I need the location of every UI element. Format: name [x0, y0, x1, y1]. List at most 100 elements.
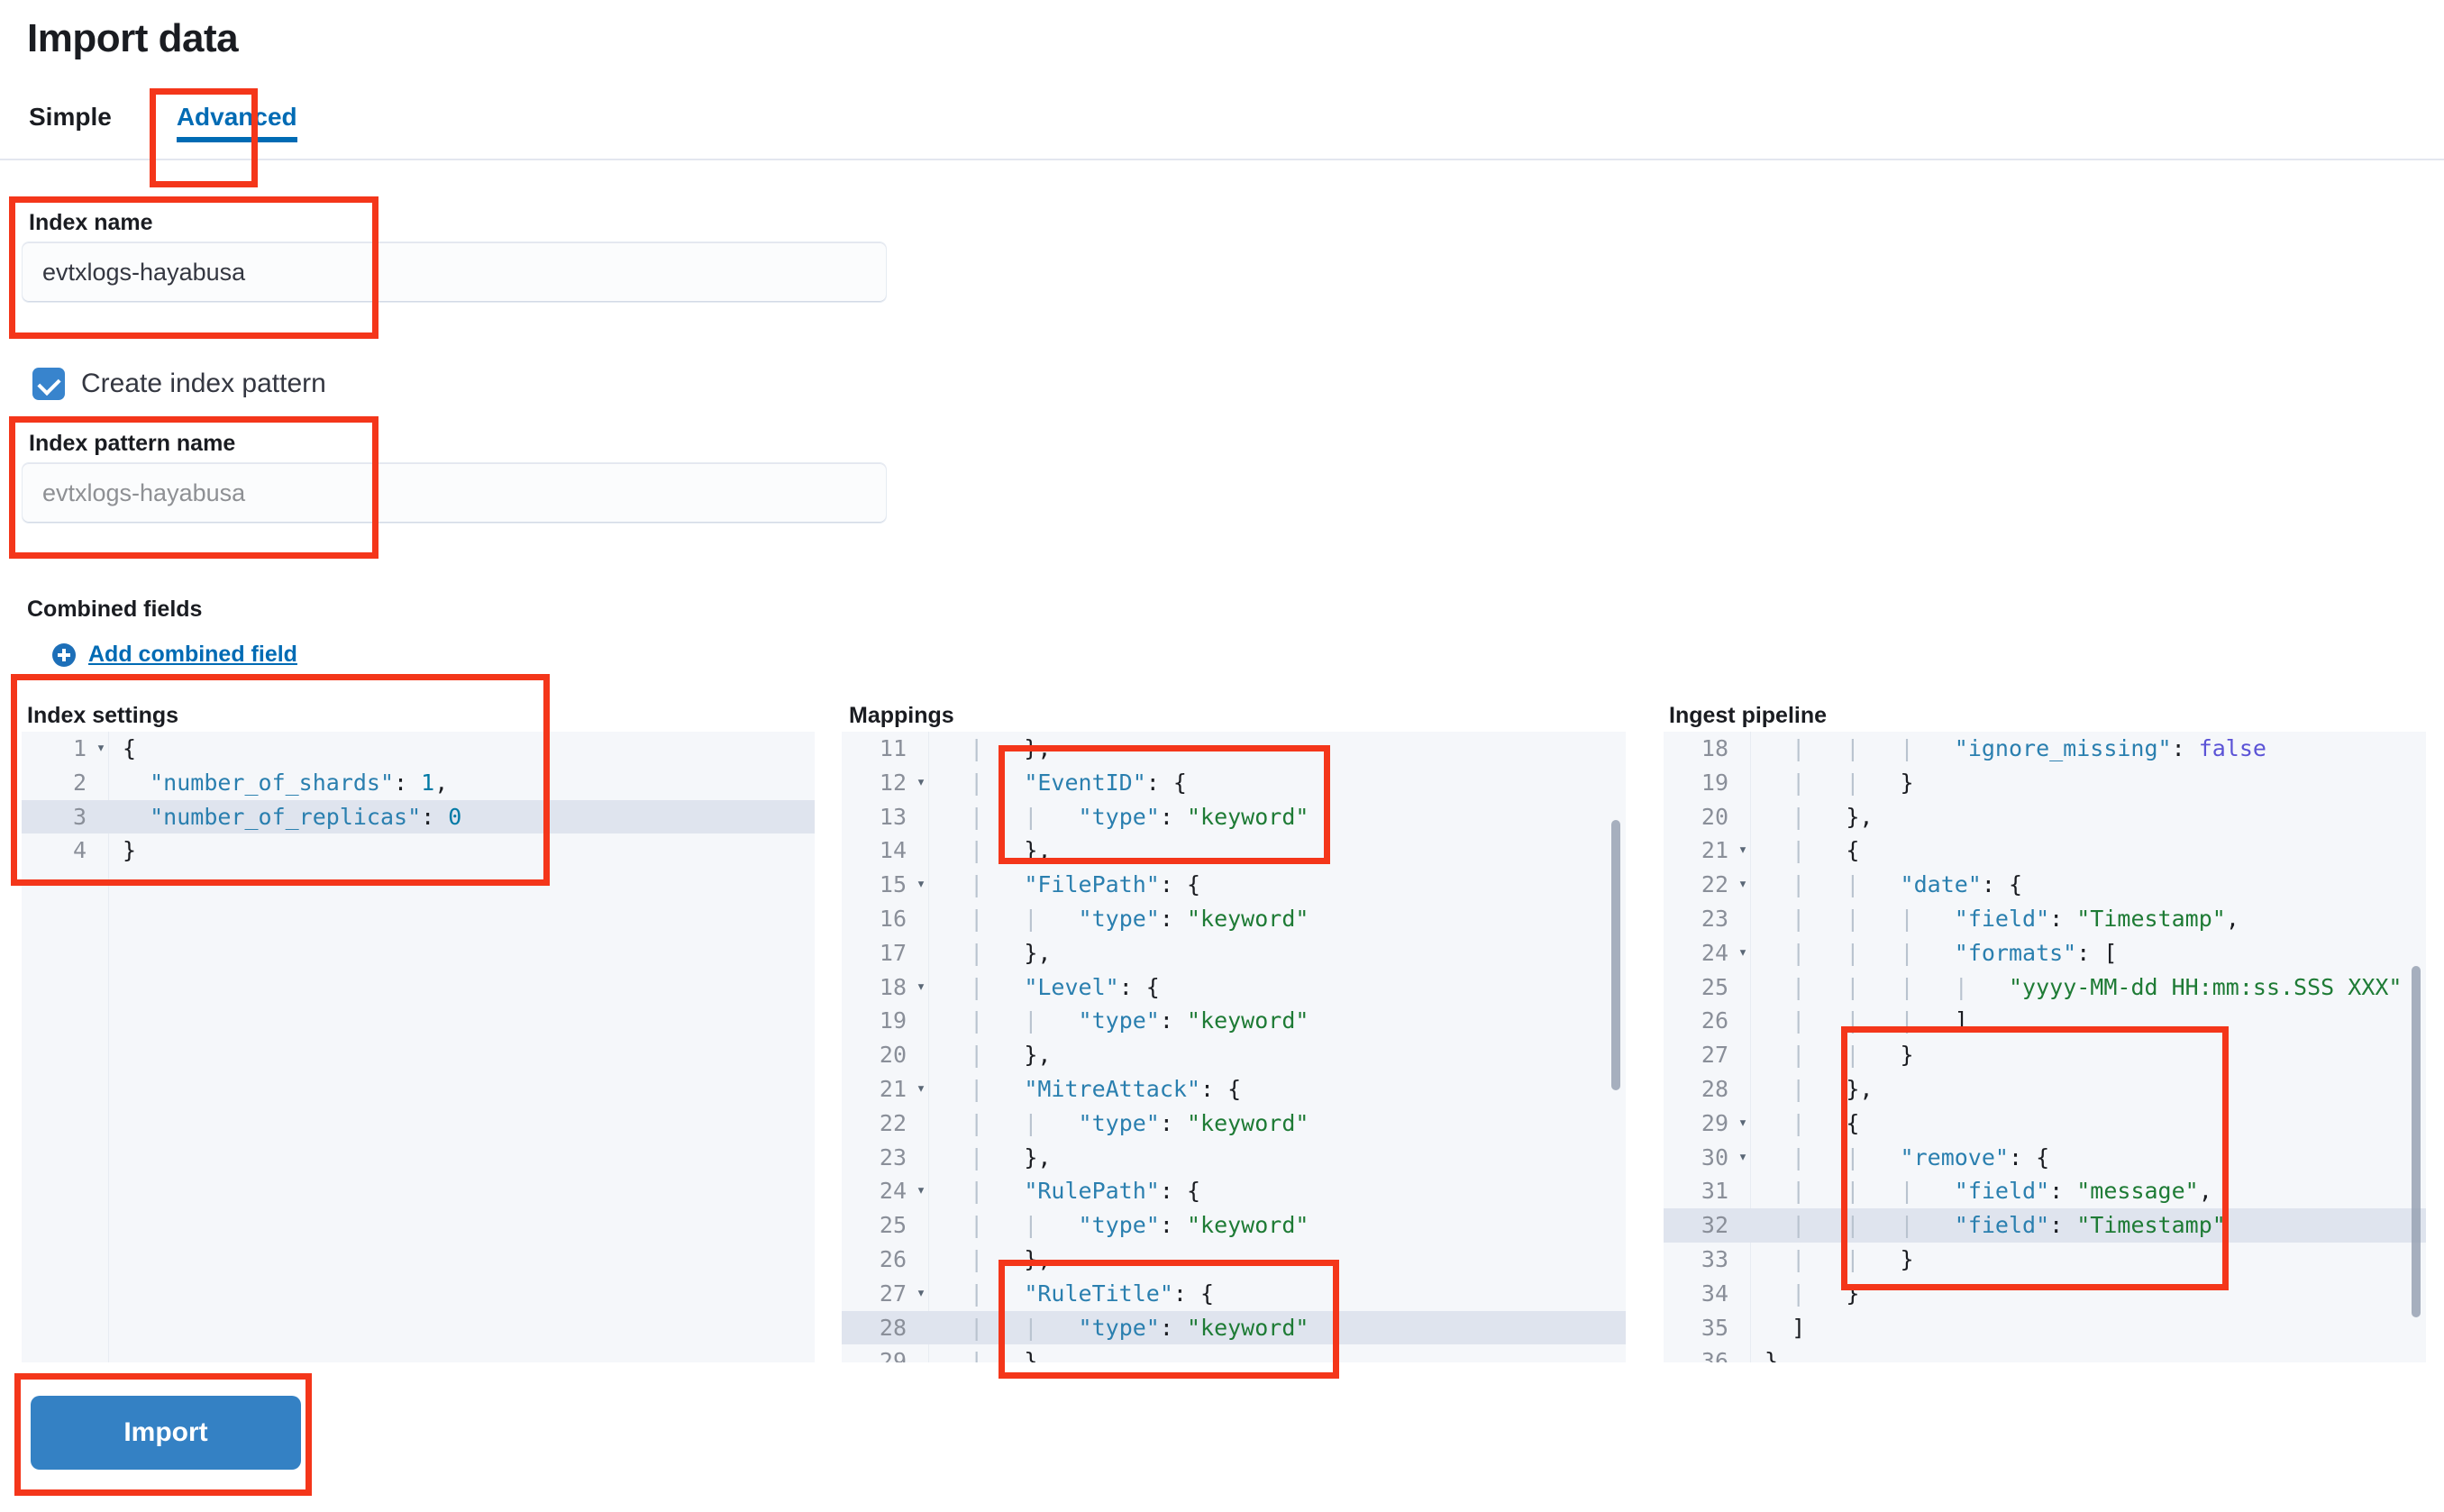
combined-fields-label: Combined fields [27, 597, 203, 622]
line-number: 33 [1701, 1245, 1728, 1272]
checkbox-checked-icon[interactable] [32, 368, 65, 400]
code-line: 4} [22, 833, 815, 868]
fold-arrow-icon[interactable]: ▾ [1737, 875, 1748, 894]
code-line: 18 ▾ | "Level": { [842, 970, 1626, 1005]
tab-divider [0, 159, 2444, 160]
code-text: | }, [970, 1042, 1052, 1069]
add-combined-field-button[interactable]: Add combined field [52, 642, 297, 668]
line-number: 13 [879, 803, 907, 830]
line-number: 1 [72, 735, 87, 761]
fold-arrow-icon[interactable]: ▾ [916, 1181, 926, 1200]
code-line: 28 | }, [1664, 1072, 2426, 1107]
page-title: Import data [27, 16, 239, 60]
code-text: | }, [970, 735, 1052, 761]
code-text: | | "type": "keyword" [970, 803, 1309, 830]
tab-simple[interactable]: Simple [29, 103, 112, 131]
create-index-pattern-row[interactable]: Create index pattern [32, 368, 326, 400]
code-line: 15▾ | "FilePath": { [842, 868, 1626, 902]
code-text: | | | ] [1792, 1007, 1968, 1034]
index-settings-gutter [22, 732, 109, 1362]
code-text: | }, [1792, 803, 1874, 830]
code-text: | | "type": "keyword" [970, 905, 1309, 932]
index-name-label: Index name [29, 210, 153, 235]
code-text: | | | "field": "Timestamp" [1792, 1212, 2226, 1239]
code-text: | }, [970, 1143, 1052, 1170]
fold-arrow-icon[interactable]: ▾ [1737, 1113, 1748, 1132]
code-text: ] [1765, 1314, 1806, 1341]
code-text: | "RuleTitle": { [970, 1280, 1215, 1307]
fold-arrow-icon[interactable]: ▾ [916, 772, 926, 791]
code-line: 29 | }, [842, 1344, 1626, 1362]
fold-arrow-icon[interactable]: ▾ [1737, 841, 1748, 860]
code-text: | "EventID": { [970, 769, 1187, 796]
import-button[interactable]: Import [31, 1396, 301, 1470]
fold-arrow-icon[interactable]: ▾ [1737, 1147, 1748, 1166]
line-number: 26 [879, 1245, 907, 1272]
code-text: | }, [970, 837, 1052, 864]
fold-arrow-icon[interactable]: ▾ [916, 875, 926, 894]
code-line: 20 | }, [1664, 800, 2426, 834]
code-line: 30▾ | | "remove": { [1664, 1141, 2426, 1175]
create-index-pattern-label: Create index pattern [81, 369, 326, 398]
code-text: | }, [970, 1245, 1052, 1272]
line-number: 20 [1701, 803, 1728, 830]
ingest-pipeline-scrollbar[interactable] [2412, 966, 2421, 1317]
add-combined-field-label: Add combined field [88, 642, 297, 667]
code-line: 14 | }, [842, 833, 1626, 868]
code-line: 19 | | } [1664, 766, 2426, 800]
code-line: 12 ▾ | "EventID": { [842, 766, 1626, 800]
ingest-pipeline-gutter [1664, 732, 1751, 1362]
line-number: 19 [879, 1007, 907, 1034]
code-text: | | | "ignore_missing": false [1792, 735, 2266, 761]
code-line: 32 | | | "field": "Timestamp" [1664, 1208, 2426, 1243]
mappings-scrollbar[interactable] [1611, 820, 1620, 1090]
ingest-pipeline-label: Ingest pipeline [1669, 703, 1828, 728]
plus-circle-icon [52, 642, 76, 667]
line-number: 4 [72, 837, 87, 864]
index-name-input[interactable]: evtxlogs-hayabusa [22, 241, 887, 303]
line-number: 17 [879, 939, 907, 966]
mappings-label: Mappings [849, 703, 954, 728]
line-number: 11 [879, 735, 907, 761]
fold-arrow-icon[interactable]: ▾ [916, 1079, 926, 1098]
code-text: "number_of_shards": 1, [150, 769, 449, 796]
code-text: } [1765, 1348, 1779, 1362]
line-number: 22 [1701, 871, 1728, 898]
code-line: 17 | }, [842, 936, 1626, 970]
mappings-code: 11 | }, 12 ▾ | "EventID": { 13 | | "type": … [842, 732, 1626, 1362]
code-text: | { [1792, 1109, 1860, 1136]
code-line: 1 ▾ { [22, 732, 815, 766]
line-number: 28 [1701, 1075, 1728, 1102]
code-line: 24▾ | | | "formats": [ [1664, 936, 2426, 970]
fold-arrow-icon[interactable]: ▾ [916, 1283, 926, 1302]
fold-arrow-icon[interactable]: ▾ [1737, 943, 1748, 961]
mappings-editor[interactable]: 11 | }, 12 ▾ | "EventID": { 13 | | "type": … [842, 732, 1626, 1362]
code-line: 21▾ | { [1664, 833, 2426, 868]
code-text: | "Level": { [970, 973, 1160, 1000]
code-text: | | "type": "keyword" [970, 1109, 1309, 1136]
line-number: 23 [1701, 905, 1728, 932]
code-text: { [123, 735, 137, 761]
line-number: 2 [72, 769, 87, 796]
index-pattern-name-input[interactable]: evtxlogs-hayabusa [22, 462, 887, 524]
code-line: 3 "number_of_replicas": 0 [22, 799, 815, 834]
code-text: | | } [1792, 1245, 1914, 1272]
code-text: | { [1792, 837, 1860, 864]
code-text: | | | "formats": [ [1792, 939, 2118, 966]
code-line: 34 | } [1664, 1277, 2426, 1311]
code-line: 35 ] [1664, 1311, 2426, 1345]
fold-arrow-icon[interactable]: ▾ [96, 739, 106, 757]
code-text: | } [1792, 1280, 1860, 1307]
line-number: 18 [879, 973, 907, 1000]
code-text: | "FilePath": { [970, 871, 1200, 898]
line-number: 27 [1701, 1042, 1728, 1069]
code-line: 25 | | "type": "keyword" [842, 1208, 1626, 1243]
fold-arrow-icon[interactable]: ▾ [916, 977, 926, 996]
tab-advanced[interactable]: Advanced [148, 97, 326, 150]
code-line: 23 | }, [842, 1141, 1626, 1175]
line-number: 34 [1701, 1280, 1728, 1307]
code-line: 2 "number_of_shards": 1, [22, 766, 815, 800]
line-number: 12 [879, 769, 907, 796]
index-settings-editor[interactable]: 1▾{2 "number_of_shards": 1,3 "number_of_… [22, 732, 815, 1362]
